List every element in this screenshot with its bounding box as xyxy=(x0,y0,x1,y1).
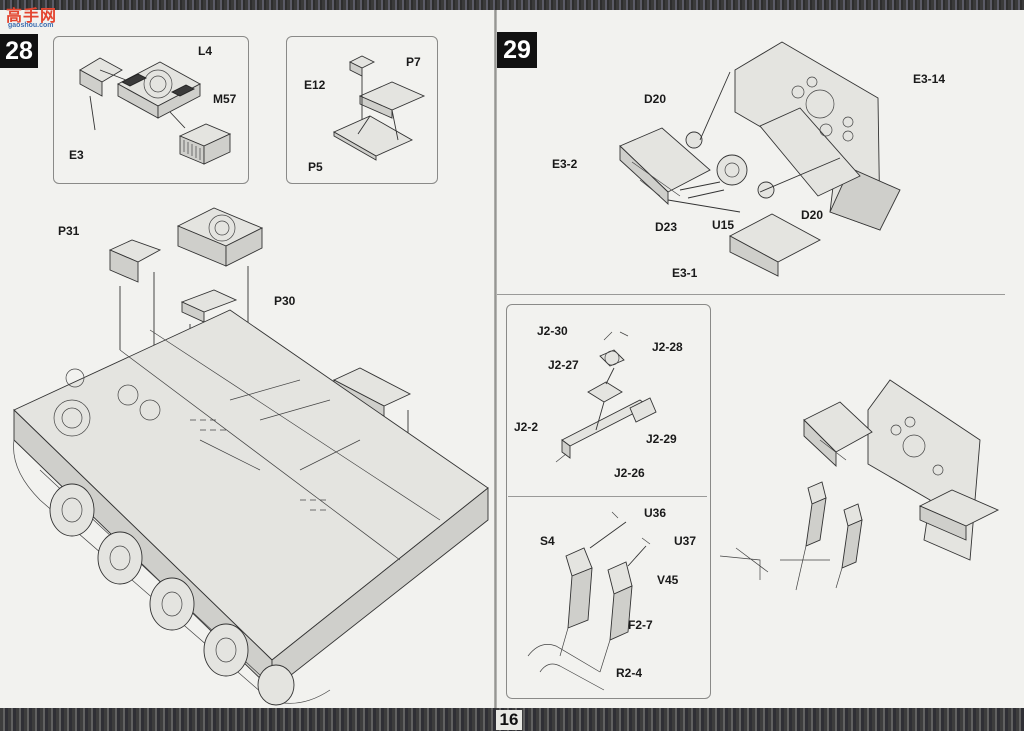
label-j2-26: J2-26 xyxy=(614,466,645,480)
label-e12: E12 xyxy=(304,78,326,92)
watermark-main: 高手网 xyxy=(6,8,58,25)
label-u15: U15 xyxy=(712,218,735,232)
section-divider xyxy=(497,294,1005,295)
label-e3-2: E3-2 xyxy=(552,157,578,171)
step29-combined-drawing xyxy=(719,379,1000,591)
label-j2-28: J2-28 xyxy=(652,340,683,354)
label-p7: P7 xyxy=(406,55,421,69)
step29-sub-drawing xyxy=(527,331,657,691)
step28-subassembly-box-1 xyxy=(53,36,249,184)
watermark-logo: 高手网 gaoshou.com xyxy=(2,2,74,38)
label-j2-27: J2-27 xyxy=(548,358,579,372)
page-gutter xyxy=(494,10,497,708)
step28-vehicle-drawing xyxy=(13,207,489,706)
page-number: 16 xyxy=(496,710,522,730)
scan-edge-top xyxy=(0,0,1024,10)
label-p30: P30 xyxy=(274,294,296,308)
step28-box2-drawing xyxy=(333,55,426,161)
label-u36: U36 xyxy=(644,506,667,520)
label-j2-30: J2-30 xyxy=(537,324,568,338)
label-d23: D23 xyxy=(655,220,678,234)
label-e3-14: E3-14 xyxy=(913,72,946,86)
label-s4: S4 xyxy=(540,534,555,548)
label-e3-1: E3-1 xyxy=(672,266,698,280)
label-v45: V45 xyxy=(657,573,679,587)
label-j2-2: J2-2 xyxy=(514,420,539,434)
step29-top-drawing xyxy=(619,41,901,277)
label-r2-4: R2-4 xyxy=(616,666,643,680)
step28-subassembly-box-2 xyxy=(286,36,438,184)
step28-box1-drawing xyxy=(79,57,232,165)
label-f2-7: F2-7 xyxy=(628,618,653,632)
step-badge-29: 29 xyxy=(497,32,537,68)
step29-subassembly-box xyxy=(506,304,711,699)
label-j2-29: J2-29 xyxy=(646,432,677,446)
label-m57: M57 xyxy=(213,92,237,106)
label-e3: E3 xyxy=(69,148,84,162)
label-d20-top: D20 xyxy=(644,92,667,106)
label-p5: P5 xyxy=(308,160,323,174)
label-d20-bottom: D20 xyxy=(801,208,824,222)
label-p31: P31 xyxy=(58,224,80,238)
label-l4: L4 xyxy=(198,44,213,58)
step-badge-28: 28 xyxy=(0,34,38,68)
label-u37: U37 xyxy=(674,534,697,548)
subassembly-divider xyxy=(508,496,707,497)
watermark-sub: gaoshou.com xyxy=(8,22,54,29)
